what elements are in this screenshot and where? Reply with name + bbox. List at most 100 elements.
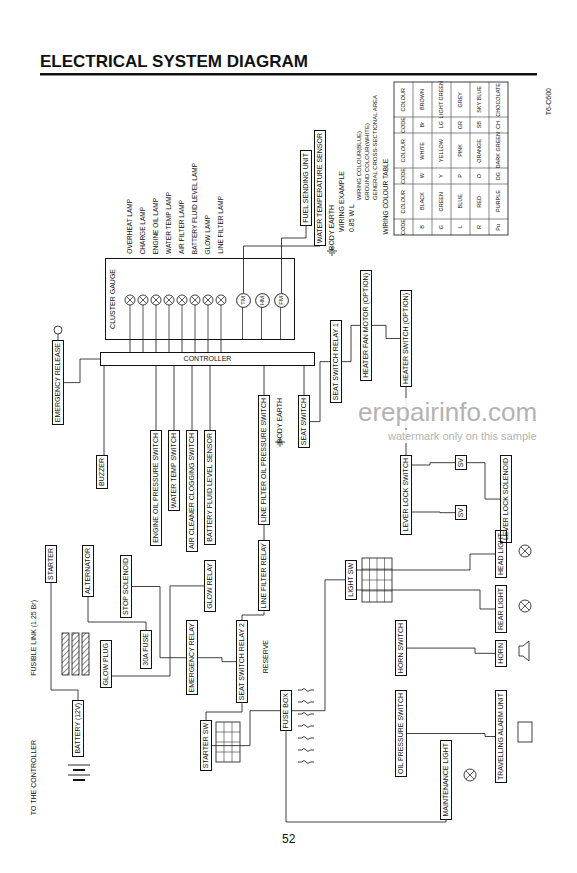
component-label: SV xyxy=(457,458,465,467)
table-grid xyxy=(470,82,471,235)
table-cell: COLOUR xyxy=(394,82,413,117)
table-cell: CHOCOLATE xyxy=(489,82,508,117)
lamp-symbol xyxy=(464,769,476,781)
table-cell: LG xyxy=(432,117,451,133)
buzzer-box: BUZZER xyxy=(96,455,108,489)
table-grid xyxy=(394,133,508,134)
table-cell: Y xyxy=(438,174,444,178)
part-label: TO THE CONTROLLER xyxy=(30,740,38,815)
switch-box: SEAT SWITCH xyxy=(298,395,310,448)
wire-connector xyxy=(412,463,455,465)
lamp-symbol xyxy=(177,295,187,305)
fuse-symbol xyxy=(298,689,314,692)
component-label: 30A FUSE xyxy=(142,633,150,666)
table-cell: CODE xyxy=(394,117,413,133)
wire-connector xyxy=(174,366,175,430)
table-cell: SKY BLUE xyxy=(476,86,482,113)
table-cell: BLUE xyxy=(457,194,463,208)
fuse-symbol xyxy=(298,749,314,752)
glow-plug-symbol xyxy=(72,633,79,675)
table-cell: BLACK xyxy=(413,184,432,219)
ground-symbol xyxy=(329,253,335,254)
wire-connector xyxy=(198,658,236,662)
watermark: erepairinfo.com xyxy=(358,398,537,428)
table-grid xyxy=(394,168,508,169)
table-grid xyxy=(394,219,508,220)
switch-box: HORN SWITCH xyxy=(395,620,407,676)
lamp-symbol xyxy=(138,295,148,305)
meter-circle: HM xyxy=(255,293,270,308)
table-cell: RED xyxy=(470,184,489,219)
lamp-symbol xyxy=(166,297,173,304)
lamp-name: BATTERY FLUID LEVEL LAMP xyxy=(191,163,198,254)
lamp-name: WATER TEMP LAMP xyxy=(165,192,172,254)
switch-box: WATER TEMP SWITCH xyxy=(168,430,180,511)
ground-symbol xyxy=(279,446,281,447)
lamp-name: ENGINE OIL LAMP xyxy=(152,198,159,254)
table-cell: PURPLE xyxy=(495,190,501,212)
gauge-wire xyxy=(261,307,262,340)
table-cell: GREEN xyxy=(438,192,444,212)
page-title: ELECTRICAL SYSTEM DIAGRAM xyxy=(40,52,308,72)
lamp-symbol xyxy=(140,297,147,304)
watermark: watermark only on this sample xyxy=(388,430,537,443)
table-cell: CODE xyxy=(400,117,406,133)
wire-connector xyxy=(282,226,307,293)
switch-table xyxy=(362,569,392,570)
wire-connector xyxy=(292,580,345,711)
wire-connector xyxy=(210,366,211,430)
table-cell: DG xyxy=(489,168,508,184)
legend-note: GENERAL CROSS-SECTIONAL AREA xyxy=(372,95,379,200)
wire-connector xyxy=(264,366,265,395)
table-cell: CHOCOLATE xyxy=(495,83,501,117)
lamp-name: GLOW LAMP xyxy=(204,215,211,254)
table-cell: ORANGE xyxy=(470,133,489,168)
lamp-symbol xyxy=(218,297,225,304)
table-cell: R xyxy=(470,219,489,235)
lamp-symbol xyxy=(521,602,529,610)
controller-block: CONTROLLER xyxy=(100,352,315,366)
sensor-box: BATTERY FLUID LEVEL SENSOR xyxy=(204,430,216,545)
table-cell: O xyxy=(470,168,489,184)
gauge-wire xyxy=(221,305,222,340)
gauge-wire xyxy=(169,305,170,340)
release-symbol xyxy=(54,326,62,334)
lamp-symbol xyxy=(192,297,199,304)
wire-connector xyxy=(372,325,400,338)
table-cell: B xyxy=(419,225,425,229)
gauge-wire xyxy=(195,305,196,340)
wire-connector xyxy=(357,590,495,609)
table-cell: LIGHT GREEN xyxy=(438,81,444,118)
table-cell: DG xyxy=(495,172,501,180)
table-cell: LG xyxy=(438,121,444,128)
switch-box: LINE FILTER OIL PRESSURE SWITCH xyxy=(258,395,270,525)
table-cell: G xyxy=(438,225,444,229)
wire-connector xyxy=(467,463,500,499)
table-cell: Pu xyxy=(495,224,501,231)
switch-box: AIR CLEANER CLOGGING SWITCH xyxy=(186,430,198,552)
lamp-symbol xyxy=(166,297,173,304)
title-underline xyxy=(40,73,537,76)
table-grid xyxy=(413,82,414,235)
switch-table xyxy=(362,580,392,581)
lamp-symbol xyxy=(140,297,147,304)
wire-connector xyxy=(407,734,495,737)
sensor-box: WATER TEMPERATURE SENSOR xyxy=(314,130,326,246)
lamp-symbol xyxy=(153,297,160,304)
alarm-box: TRAVELLING ALARM UNIT xyxy=(495,690,507,783)
wire-connector xyxy=(143,340,144,352)
battery-box: BATTERY (12V) xyxy=(72,700,84,757)
relay-box: SEAT SWITCH RELAY 2 xyxy=(236,620,248,703)
component-label: ALTERNATOR xyxy=(84,548,92,594)
relay-box: SEAT SWITCH RELAY 1 xyxy=(330,320,342,403)
page-number: 52 xyxy=(282,833,295,847)
table-cell: CH xyxy=(489,117,508,133)
gauge-wire xyxy=(182,305,183,340)
lamp-symbol xyxy=(521,547,529,555)
component-label: EMERGENCY RELEASE xyxy=(54,343,62,422)
component-label: SV xyxy=(457,508,465,517)
wire-connector xyxy=(51,583,78,700)
page-number: 52 xyxy=(282,833,295,847)
lamp-symbol xyxy=(153,297,160,304)
table-cell: LIGHT GREEN xyxy=(432,82,451,117)
